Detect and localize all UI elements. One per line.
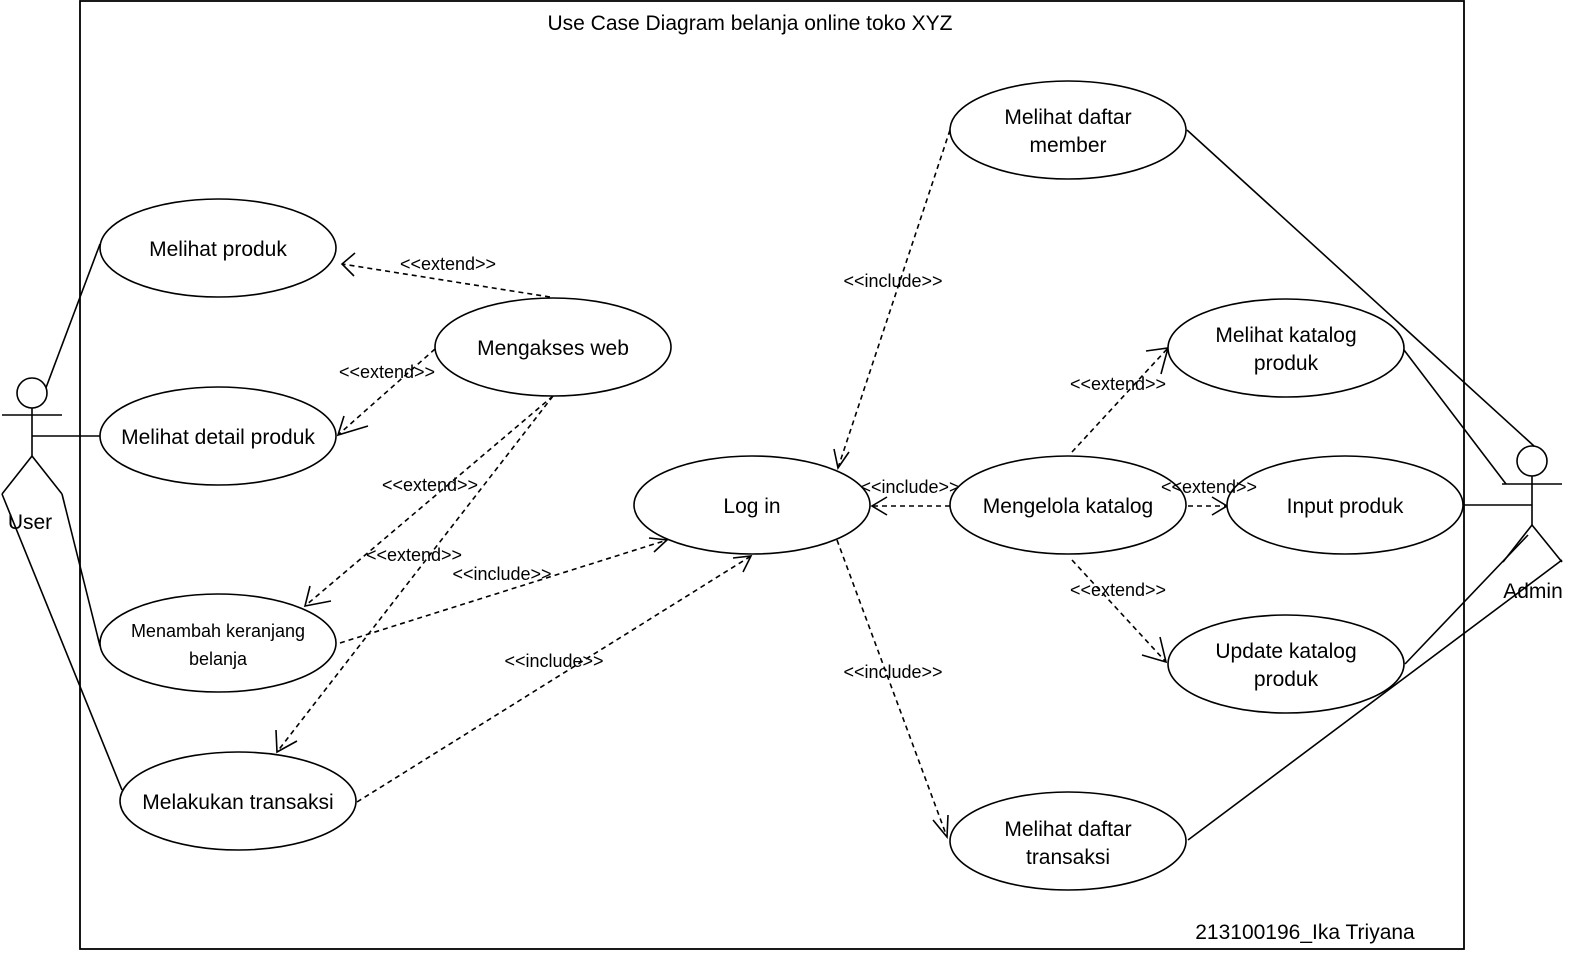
actor-admin-label: Admin	[1503, 580, 1563, 603]
assoc-admin-daftar-transaksi	[1187, 559, 1563, 841]
svg-text:produk: produk	[1254, 352, 1319, 375]
usecase-melihat-daftar-transaksi: Melihat daftar transaksi	[949, 791, 1187, 891]
label-extend-update: <<extend>>	[1070, 580, 1166, 600]
usecase-menambah-keranjang: Menambah keranjang belanja	[99, 593, 337, 693]
include-transaksi-login	[356, 555, 753, 803]
actor-admin: Admin	[1502, 445, 1563, 603]
label-extend-melihat-produk: <<extend>>	[400, 254, 496, 274]
diagram-title: Use Case Diagram belanja online toko XYZ	[547, 12, 952, 35]
svg-text:Melihat detail produk: Melihat detail produk	[121, 426, 315, 449]
label-extend-input: <<extend>>	[1161, 477, 1257, 497]
usecase-melihat-katalog-produk: Melihat katalog produk	[1167, 298, 1405, 398]
usecase-input-produk: Input produk	[1226, 455, 1464, 555]
include-daftar-member-login	[833, 129, 951, 470]
include-kelola-login	[870, 496, 950, 516]
svg-text:belanja: belanja	[189, 649, 248, 669]
include-login-daftar-transaksi	[836, 539, 949, 840]
label-extend-detail-produk: <<extend>>	[339, 362, 435, 382]
admin-head-icon	[1516, 445, 1548, 477]
assoc-user-transaksi	[1, 493, 123, 791]
svg-text:Log in: Log in	[723, 495, 780, 518]
extend-kelola-katalog	[1071, 347, 1170, 453]
extend-kelola-update	[1071, 559, 1168, 664]
svg-text:Melihat produk: Melihat produk	[149, 238, 287, 261]
usecase-mengelola-katalog: Mengelola katalog	[949, 455, 1187, 555]
svg-text:Melihat katalog: Melihat katalog	[1215, 324, 1356, 347]
label-include-daftar-transaksi: <<include>>	[843, 662, 942, 682]
actor-user-label: User	[8, 511, 52, 534]
usecase-melihat-daftar-member: Melihat daftar member	[949, 80, 1187, 180]
usecase-login: Log in	[633, 455, 871, 555]
svg-text:Update katalog: Update katalog	[1215, 640, 1356, 663]
usecase-mengakses-web: Mengakses web	[434, 297, 672, 397]
label-include-transaksi: <<include>>	[504, 651, 603, 671]
assoc-admin-katalog	[1403, 349, 1507, 485]
extend-mengakses-keranjang	[303, 395, 554, 608]
actor-user: User	[1, 377, 63, 534]
usecase-melihat-produk: Melihat produk	[99, 198, 337, 298]
svg-text:Input produk: Input produk	[1287, 495, 1404, 518]
extend-mengakses-transaksi	[275, 395, 554, 754]
svg-text:transaksi: transaksi	[1026, 846, 1110, 869]
include-keranjang-login	[339, 537, 669, 644]
label-include-daftar-member: <<include>>	[843, 271, 942, 291]
extend-mengakses-detail-produk	[336, 348, 436, 437]
svg-text:Melihat daftar: Melihat daftar	[1004, 818, 1131, 841]
svg-text:Menambah keranjang: Menambah keranjang	[131, 621, 305, 641]
label-include-kelola: <<include>>	[860, 477, 959, 497]
svg-text:produk: produk	[1254, 668, 1319, 691]
label-extend-transaksi: <<extend>>	[366, 545, 462, 565]
svg-text:Melakukan transaksi: Melakukan transaksi	[142, 791, 333, 814]
svg-text:Mengelola katalog: Mengelola katalog	[983, 495, 1153, 518]
svg-text:member: member	[1029, 134, 1106, 157]
assoc-admin-daftar-member	[1186, 129, 1535, 447]
usecase-update-katalog-produk: Update katalog produk	[1167, 614, 1405, 714]
author-label: 213100196_Ika Triyana	[1195, 921, 1415, 944]
usecase-melakukan-transaksi: Melakukan transaksi	[119, 751, 357, 851]
label-extend-keranjang: <<extend>>	[382, 475, 478, 495]
assoc-user-keranjang	[61, 493, 101, 647]
user-head-icon	[16, 377, 48, 409]
assoc-user-melihat-produk	[43, 243, 101, 394]
label-extend-katalog: <<extend>>	[1070, 374, 1166, 394]
system-boundary	[79, 0, 1465, 950]
extend-mengakses-melihat-produk	[340, 252, 551, 298]
label-include-keranjang: <<include>>	[452, 564, 551, 584]
usecase-melihat-detail-produk: Melihat detail produk	[99, 386, 337, 486]
svg-text:Melihat daftar: Melihat daftar	[1004, 106, 1131, 129]
svg-text:Mengakses web: Mengakses web	[477, 337, 629, 360]
extend-kelola-input	[1188, 496, 1229, 516]
